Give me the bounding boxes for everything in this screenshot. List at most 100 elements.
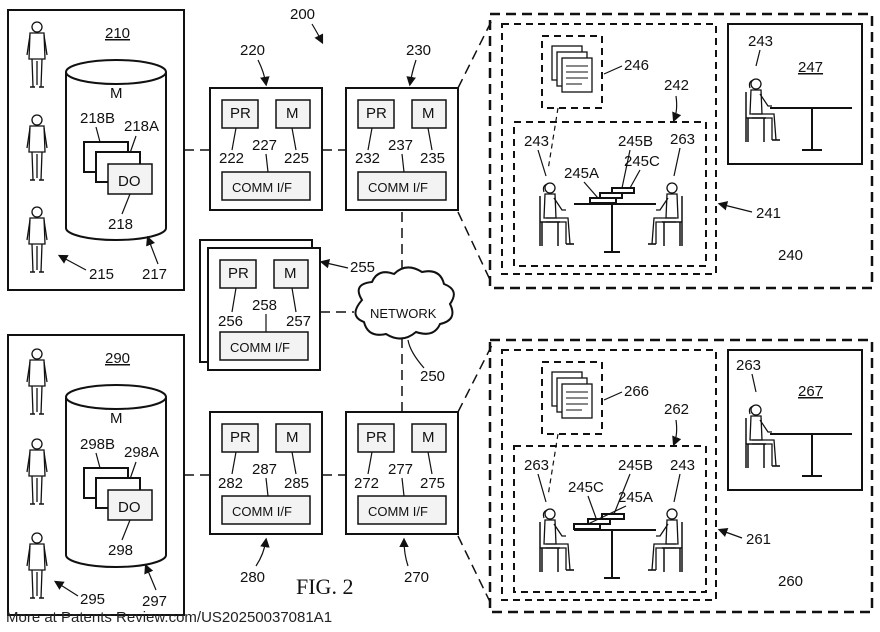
environment-ref: 240 (778, 247, 803, 264)
device-220: PR M COMM I/F 222 227 225 220 (210, 42, 322, 210)
environment-260: 267 263 266 262 263 245B 243 245C 245A 2… (490, 340, 872, 612)
seated-person-icon (540, 183, 574, 246)
left-person-ref: 243 (524, 133, 549, 150)
processor-label: PR (230, 105, 251, 122)
comm-ref: 227 (252, 137, 277, 154)
user-group-ref: 215 (89, 266, 114, 283)
data-object-label: DO (118, 499, 141, 516)
data-object-label: DO (118, 173, 141, 190)
repository-ref: 290 (105, 350, 130, 367)
scene-ref: 242 (664, 77, 689, 94)
figure-ref-arrow (312, 24, 322, 42)
object-ref-b: 245B (618, 457, 653, 474)
device-ref: 230 (406, 42, 431, 59)
device-ref: 220 (240, 42, 265, 59)
table-icon (574, 530, 656, 578)
document-ref: 266 (624, 383, 649, 400)
object-ref: 298 (108, 542, 133, 559)
memory-label: M (422, 429, 435, 446)
comm-ref: 277 (388, 461, 413, 478)
seated-person-icon (648, 509, 682, 572)
device-230: PR M COMM I/F 232 237 235 230 (346, 42, 458, 210)
left-person-ref: 263 (524, 457, 549, 474)
object-ref-a: 298A (124, 444, 159, 461)
memory-label: M (286, 429, 299, 446)
comm-ref: 258 (252, 297, 277, 314)
cylinder-label: M (110, 85, 123, 102)
processor-ref: 256 (218, 313, 243, 330)
comm-ref: 287 (252, 461, 277, 478)
comm-interface-label: COMM I/F (232, 180, 292, 195)
inner-env-ref: 261 (746, 531, 771, 548)
room-person-ref: 263 (736, 357, 761, 374)
cylinder-ref: 217 (142, 266, 167, 283)
repository-ref: 210 (105, 25, 130, 42)
memory-label: M (284, 265, 297, 282)
scene-ref: 262 (664, 401, 689, 418)
environment-ref: 260 (778, 573, 803, 590)
database-cylinder-top (66, 385, 166, 409)
comm-ref: 237 (388, 137, 413, 154)
network-label: NETWORK (370, 306, 437, 321)
footer-source: More at Patents Review.com/US20250037081… (6, 609, 332, 626)
device-270: PR M COMM I/F 272 277 275 270 (346, 412, 458, 586)
object-icon (602, 514, 624, 519)
device-ref: 270 (404, 569, 429, 586)
memory-ref: 225 (284, 150, 309, 167)
object-ref: 218 (108, 216, 133, 233)
processor-label: PR (366, 105, 387, 122)
documents-icon (552, 46, 592, 92)
object-ref-a: 218A (124, 118, 159, 135)
device-ref: 255 (350, 259, 375, 276)
device-ref: 280 (240, 569, 265, 586)
processor-label: PR (228, 265, 249, 282)
object-ref-c: 245C (624, 153, 660, 170)
memory-label: M (422, 105, 435, 122)
memory-ref: 235 (420, 150, 445, 167)
object-ref-a: 245A (564, 165, 599, 182)
object-ref-b: 245B (618, 133, 653, 150)
object-ref-b: 218B (80, 110, 115, 127)
documents-icon (552, 372, 592, 418)
right-person-ref: 243 (670, 457, 695, 474)
memory-ref: 285 (284, 475, 309, 492)
processor-label: PR (230, 429, 251, 446)
processor-label: PR (366, 429, 387, 446)
room-ref: 247 (798, 59, 823, 76)
room-person-ref: 243 (748, 33, 773, 50)
repository-290: 290 M DO 298B 298A 298 295 297 (8, 335, 184, 615)
object-icon (612, 188, 634, 193)
comm-interface-label: COMM I/F (230, 340, 290, 355)
table-icon (574, 204, 656, 252)
object-ref-c: 245C (568, 479, 604, 496)
processor-ref: 232 (355, 150, 380, 167)
document-ref: 246 (624, 57, 649, 74)
device-255: PR M COMM I/F 256 258 257 255 (200, 240, 375, 370)
cylinder-ref: 297 (142, 593, 167, 610)
comm-interface-label: COMM I/F (368, 504, 428, 519)
comm-interface-label: COMM I/F (368, 180, 428, 195)
object-ref-a: 245A (618, 489, 653, 506)
room-ref: 267 (798, 383, 823, 400)
processor-ref: 282 (218, 475, 243, 492)
right-person-ref: 263 (670, 131, 695, 148)
seated-person-icon (540, 509, 574, 572)
object-ref-b: 298B (80, 436, 115, 453)
network-ref: 250 (420, 368, 445, 385)
cylinder-label: M (110, 410, 123, 427)
figure-caption: FIG. 2 (296, 574, 353, 599)
memory-label: M (286, 105, 299, 122)
environment-240: 247 243 246 242 243 245B 263 245C 245A 2… (490, 14, 872, 288)
figure-ref: 200 (290, 6, 315, 23)
user-group-ref: 295 (80, 591, 105, 608)
database-cylinder-top (66, 60, 166, 84)
memory-ref: 275 (420, 475, 445, 492)
repository-210: 210 M DO 218B 218A 218 215 217 (8, 10, 184, 290)
comm-interface-label: COMM I/F (232, 504, 292, 519)
conference-area (502, 350, 716, 600)
processor-ref: 222 (219, 150, 244, 167)
network-cloud: NETWORK 250 (355, 267, 453, 385)
inner-env-ref: 241 (756, 205, 781, 222)
cloud-shape (355, 267, 453, 338)
